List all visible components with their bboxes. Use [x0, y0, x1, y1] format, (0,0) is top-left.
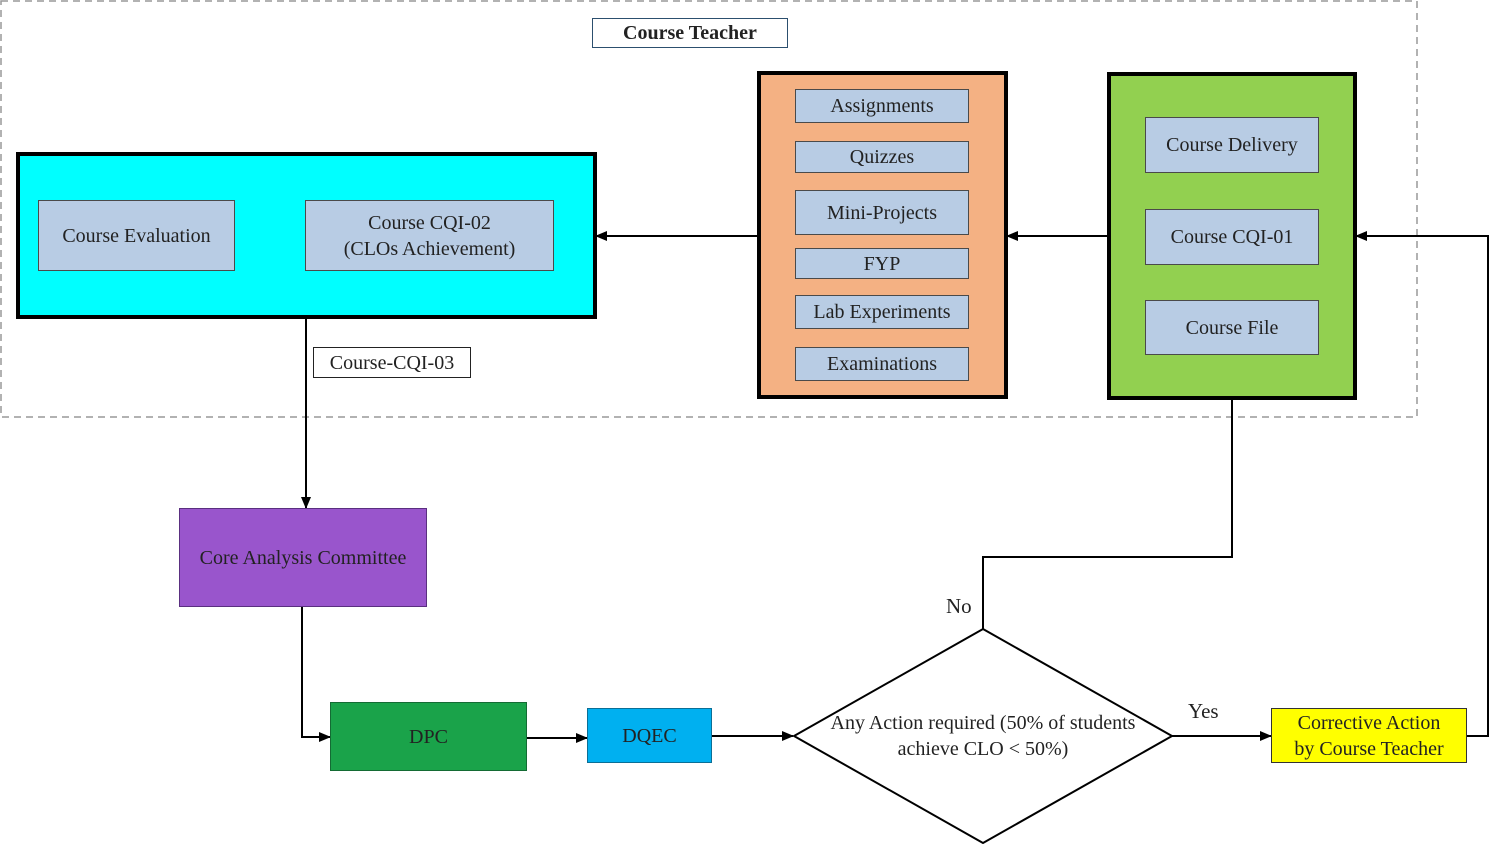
corrective-action-box: Corrective Action by Course Teacher — [1271, 708, 1467, 763]
dpc-box: DPC — [330, 702, 527, 771]
assessment-item: FYP — [795, 248, 969, 279]
course-delivery-box: Course Delivery — [1145, 117, 1319, 173]
course-file-box: Course File — [1145, 300, 1319, 355]
no-label: No — [946, 594, 972, 618]
course-teacher-region — [0, 0, 1418, 418]
yes-label: Yes — [1188, 699, 1219, 723]
arrow-committee-to-dpc — [301, 606, 331, 742]
decision-diamond — [791, 627, 1175, 844]
arrow-corrective-to-delivery-group — [1355, 231, 1489, 737]
dqec-box: DQEC — [587, 708, 712, 763]
course-teacher-title: Course Teacher — [592, 18, 788, 48]
assessment-item: Mini-Projects — [795, 190, 969, 235]
core-analysis-committee-box: Core Analysis Committee — [179, 508, 427, 607]
assessment-item: Lab Experiments — [795, 295, 969, 329]
assessment-item: Examinations — [795, 347, 969, 381]
course-cqi-03-label: Course-CQI-03 — [313, 347, 471, 378]
assessment-item: Quizzes — [795, 141, 969, 173]
course-evaluation-box: Course Evaluation — [38, 200, 235, 271]
course-cqi-01-box: Course CQI-01 — [1145, 209, 1319, 265]
course-cqi-02-box: Course CQI-02 (CLOs Achievement) — [305, 200, 554, 271]
assessment-group — [757, 71, 1008, 399]
assessment-item: Assignments — [795, 89, 969, 123]
arrow-no-to-course-file — [982, 354, 1237, 629]
decision-text: Any Action required (50% of students ach… — [830, 712, 1136, 760]
